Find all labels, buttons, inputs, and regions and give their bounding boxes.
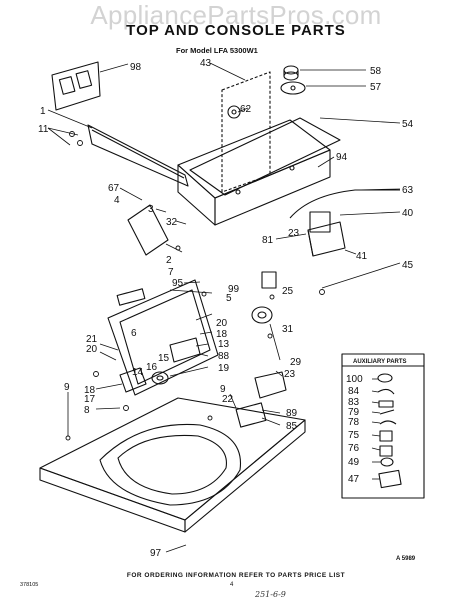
part-85-lid-switch xyxy=(235,402,267,428)
callout-14: 14 xyxy=(132,367,144,378)
callout-31: 31 xyxy=(282,324,294,335)
aux-callout-100: 100 xyxy=(346,374,363,385)
callout-62: 62 xyxy=(240,104,252,115)
drawing-number: A 5989 xyxy=(396,556,416,562)
callout-16: 16 xyxy=(146,362,158,373)
callout-15: 15 xyxy=(158,353,170,364)
callout-58: 58 xyxy=(370,66,382,77)
callout-8: 8 xyxy=(84,405,90,416)
callout-63: 63 xyxy=(402,185,414,196)
callout-9-right: 9 xyxy=(220,384,226,395)
part-25-switch xyxy=(261,271,277,289)
aux-callout-78: 78 xyxy=(348,417,360,428)
part-15-bracket xyxy=(119,367,147,393)
part-40-module xyxy=(307,221,346,257)
callout-labels: 98 43 58 57 62 1 11 54 94 63 67 4 3 32 4… xyxy=(38,58,414,559)
part-13-hinge xyxy=(169,337,201,363)
part-89-bracket xyxy=(254,371,287,399)
part-54-console-panel xyxy=(189,117,341,196)
callout-54: 54 xyxy=(402,119,414,130)
callout-9-left: 9 xyxy=(64,382,70,393)
aux-callout-47: 47 xyxy=(348,474,360,485)
part-57-dial xyxy=(280,81,306,95)
callout-7: 7 xyxy=(168,267,174,278)
aux-callout-79: 79 xyxy=(348,407,360,418)
aux-callout-83: 83 xyxy=(348,397,360,408)
callout-5: 5 xyxy=(226,293,232,304)
callout-25: 25 xyxy=(282,286,294,297)
part-58-knob xyxy=(283,65,299,81)
part-63-harness xyxy=(289,189,400,233)
aux-callout-84: 84 xyxy=(348,386,360,397)
handwritten-note: 251-6-9 xyxy=(255,590,286,599)
console-body xyxy=(177,119,331,226)
callout-20-left: 20 xyxy=(86,344,98,355)
part-1-rear-panel xyxy=(87,124,189,187)
leader-lines xyxy=(47,62,401,553)
page-title: TOP AND CONSOLE PARTS xyxy=(126,22,346,39)
aux-callout-75: 75 xyxy=(348,430,360,441)
callout-88: 88 xyxy=(218,351,230,362)
part-6-lid-frame xyxy=(107,279,219,396)
callout-23-upper: 23 xyxy=(288,228,300,239)
callout-1: 1 xyxy=(40,106,46,117)
part-19-spring xyxy=(151,371,169,385)
callout-4: 4 xyxy=(114,195,120,206)
ordering-footer: FOR ORDERING INFORMATION REFER TO PARTS … xyxy=(126,572,346,579)
watermark: AppliancePartsPros.com xyxy=(90,0,382,30)
screws xyxy=(65,131,325,441)
callout-85: 85 xyxy=(286,421,298,432)
callout-67: 67 xyxy=(108,183,120,194)
callout-20-right: 20 xyxy=(216,318,228,329)
aux-callout-49: 49 xyxy=(348,457,360,468)
part-7-latch xyxy=(116,288,146,306)
callout-11: 11 xyxy=(38,124,49,135)
callout-22: 22 xyxy=(222,394,234,405)
callout-81: 81 xyxy=(262,235,274,246)
callout-94: 94 xyxy=(336,152,348,163)
callout-57: 57 xyxy=(370,82,382,93)
callout-40: 40 xyxy=(402,208,414,219)
document-number: 378105 xyxy=(20,582,39,588)
callout-29: 29 xyxy=(290,357,302,368)
callout-21: 21 xyxy=(86,334,98,345)
callout-13: 13 xyxy=(218,339,230,350)
callout-99: 99 xyxy=(228,284,240,295)
callout-3: 3 xyxy=(148,204,154,215)
callout-89: 89 xyxy=(286,408,298,419)
callout-18-right: 18 xyxy=(216,329,228,340)
part-4-end-cap xyxy=(127,204,169,256)
callout-45: 45 xyxy=(402,260,414,271)
part-62-timer xyxy=(227,105,241,119)
callout-95: 95 xyxy=(172,278,184,289)
aux-callout-76: 76 xyxy=(348,443,360,454)
part-43-console-outline xyxy=(221,71,271,193)
callout-19: 19 xyxy=(218,363,230,374)
callout-32: 32 xyxy=(166,217,178,228)
part-98-bezel xyxy=(51,61,101,111)
callout-18-left: 18 xyxy=(84,385,96,396)
callout-98: 98 xyxy=(130,62,142,73)
callout-17: 17 xyxy=(84,394,96,405)
cabinet-top xyxy=(39,397,306,533)
page-number: 4 xyxy=(230,582,234,588)
auxiliary-parts-title: AUXILIARY PARTS xyxy=(353,359,407,365)
callout-23-lower: 23 xyxy=(284,369,296,380)
callout-2: 2 xyxy=(166,255,172,266)
part-31-motor xyxy=(251,306,273,324)
callout-97: 97 xyxy=(150,548,162,559)
model-subtitle: For Model LFA 5300W1 xyxy=(176,46,258,55)
callout-6: 6 xyxy=(131,328,137,339)
callout-43: 43 xyxy=(200,58,212,69)
callout-41: 41 xyxy=(356,251,368,262)
